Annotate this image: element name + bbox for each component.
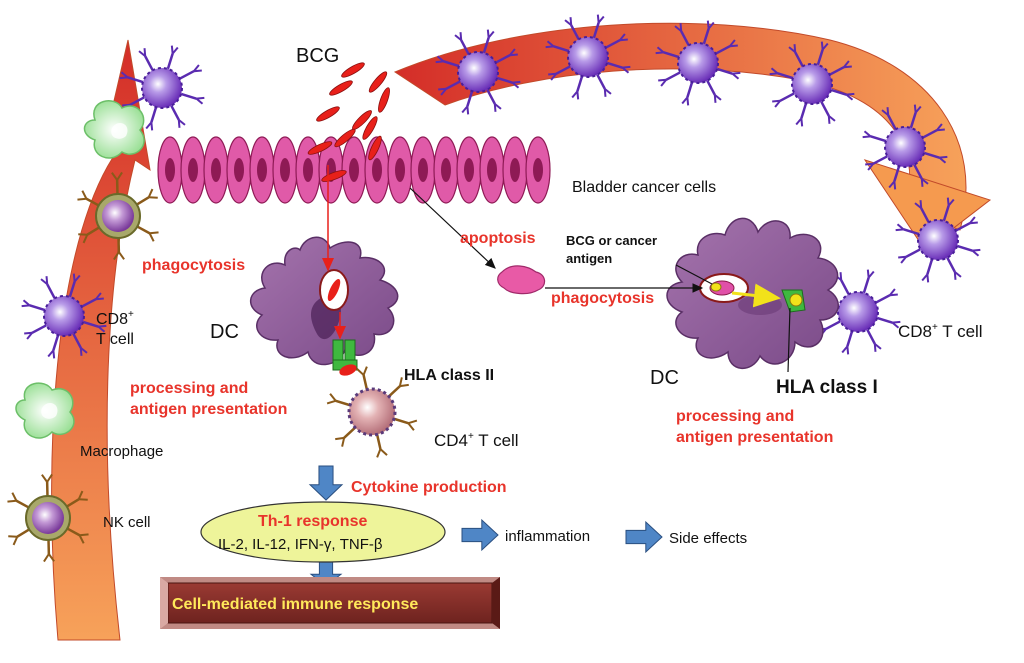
dendritic-cell-left <box>250 236 399 366</box>
cancer-cell <box>502 136 528 204</box>
bcg-rod <box>368 71 388 93</box>
cell-mediated-label: Cell-mediated immune response <box>172 596 418 613</box>
hla-class-i-molecule <box>781 289 806 313</box>
hla-class-ii-molecule <box>332 339 358 376</box>
cancer-cell <box>433 136 459 204</box>
dc-right-label: DC <box>650 367 679 389</box>
bladder-cancer-cells-label: Bladder cancer cells <box>572 179 716 196</box>
hla-class-ii-label: HLA class II <box>404 367 494 384</box>
cancer-cell <box>272 136 298 204</box>
nk-cell-label: NK cell <box>103 514 151 531</box>
processing-left-line2: antigen presentation <box>130 401 287 418</box>
side-effects-label: Side effects <box>669 530 747 547</box>
arrow-to-apoptosis <box>409 187 496 269</box>
bcg-rod <box>341 62 365 78</box>
bcg-rod <box>316 106 340 122</box>
bcg-rod <box>378 87 390 113</box>
cd8-t-cell <box>435 29 521 115</box>
blue-down-arrow <box>308 465 344 501</box>
cd4-t-cell <box>326 366 418 458</box>
phagocytosis-right-label: phagocytosis <box>551 290 654 307</box>
cd8-left-label: CD8+ <box>96 309 134 328</box>
bcg-label: BCG <box>296 45 339 67</box>
bcg-rod <box>334 128 356 148</box>
cancer-cell <box>157 136 183 204</box>
hla-class-i-label: HLA class I <box>776 377 878 398</box>
cd8-left-label-line2: T cell <box>96 331 134 348</box>
nk-cell-top <box>77 171 159 261</box>
cd4-t-cell-label: CD4+ T cell <box>434 431 519 450</box>
cd8-t-cell <box>21 273 107 359</box>
cell-mediated-box <box>160 577 500 629</box>
cancer-cell <box>479 136 505 204</box>
processing-right-line1: processing and <box>676 408 794 425</box>
macrophage-bottom <box>15 382 75 439</box>
apoptosis-label: apoptosis <box>460 230 536 247</box>
bladder-cancer-cells <box>157 136 551 204</box>
blue-right-arrow <box>461 518 499 552</box>
apoptotic-cell <box>497 265 546 295</box>
top-arrow-head <box>863 159 992 251</box>
cancer-cell <box>203 136 229 204</box>
macrophage-top <box>83 100 145 159</box>
bcg-rod <box>362 116 378 140</box>
th1-response-ellipse <box>200 501 446 563</box>
cytokine-production-label: Cytokine production <box>351 479 507 496</box>
inflammation-label: inflammation <box>505 528 590 545</box>
cd8-t-cell <box>769 41 855 127</box>
cytokines-label: IL-2, IL-12, IFN-γ, TNF-β <box>218 536 383 553</box>
bcg-bacteria <box>307 62 390 182</box>
bcg-rod <box>329 80 353 96</box>
cancer-cell <box>341 136 367 204</box>
cd8-t-cell <box>119 45 205 131</box>
cd8-t-cell <box>655 20 741 106</box>
th1-response-label: Th-1 response <box>258 513 367 530</box>
dc-left-label: DC <box>210 321 239 343</box>
cancer-cell <box>249 136 275 204</box>
processing-left-line1: processing and <box>130 380 248 397</box>
phagocytosis-left-label: phagocytosis <box>142 257 245 274</box>
blue-right-arrow <box>625 520 663 554</box>
arrow-bcg-antigen-pointer <box>675 264 713 285</box>
arrow-hla-i-pointer <box>787 307 791 373</box>
cancer-cell <box>456 136 482 204</box>
bcg-rod <box>307 141 333 155</box>
cancer-cell <box>387 136 413 204</box>
cancer-cell <box>180 136 206 204</box>
cd8-right-label: CD8+ T cell <box>898 322 983 341</box>
cd8-t-cells-group <box>21 14 981 359</box>
dendritic-cell-right <box>666 217 839 369</box>
cancer-cell <box>525 136 551 204</box>
bcg-or-cancer-label-line1: BCG or cancer <box>566 233 657 248</box>
processing-right-line2: antigen presentation <box>676 429 833 446</box>
bcg-or-cancer-label-line2: antigen <box>566 251 612 266</box>
cd8-t-cell <box>862 104 948 190</box>
bcg-rod <box>368 135 382 161</box>
cancer-cell <box>226 136 252 204</box>
cd8-t-cell <box>895 197 981 283</box>
cancer-cell <box>410 136 436 204</box>
cd8-t-cell <box>545 14 631 100</box>
nk-cell-bottom <box>7 473 89 563</box>
macrophage-label: Macrophage <box>80 443 163 460</box>
